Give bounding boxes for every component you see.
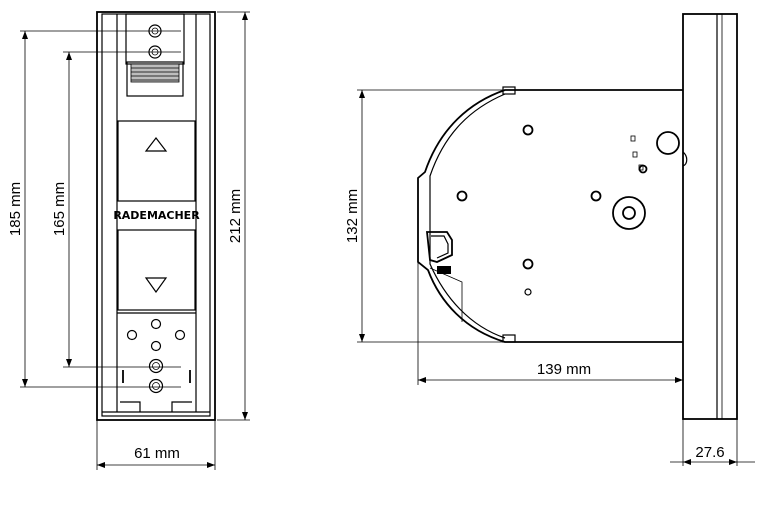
bottom-screw-4 bbox=[150, 340, 162, 352]
belt-outlet bbox=[126, 61, 184, 97]
up-button bbox=[117, 120, 196, 202]
side-view: 132 mm 139 mm 27.6 bbox=[344, 13, 755, 466]
bottom-screw-hole-2 bbox=[148, 378, 164, 394]
bottom-screw-hole-1 bbox=[148, 358, 164, 374]
dim-61-label: 61 mm bbox=[134, 445, 180, 462]
dim-185-label: 185 mm bbox=[7, 182, 24, 236]
side-body-outline bbox=[417, 89, 683, 343]
front-view: RADEMACHER 185 mm bbox=[7, 11, 250, 470]
bottom-screw-2 bbox=[150, 318, 162, 330]
down-button bbox=[117, 229, 196, 311]
face-plate bbox=[682, 13, 738, 420]
brand-label: RADEMACHER bbox=[113, 209, 200, 222]
front-housing-outline bbox=[96, 11, 216, 421]
top-mount-recess bbox=[125, 13, 185, 65]
dim-132-label: 132 mm bbox=[344, 189, 361, 243]
drive-shaft bbox=[612, 196, 646, 230]
dim-139-label: 139 mm bbox=[537, 361, 591, 378]
side-clip bbox=[425, 231, 453, 263]
dim-27-label: 27.6 bbox=[695, 444, 724, 461]
bottom-screw-3 bbox=[174, 329, 186, 341]
bottom-screw-1 bbox=[126, 329, 138, 341]
triangle-up-icon bbox=[144, 137, 168, 152]
triangle-down-icon bbox=[144, 277, 168, 294]
dim-165-label: 165 mm bbox=[51, 182, 68, 236]
dim-212-label: 212 mm bbox=[227, 189, 244, 243]
